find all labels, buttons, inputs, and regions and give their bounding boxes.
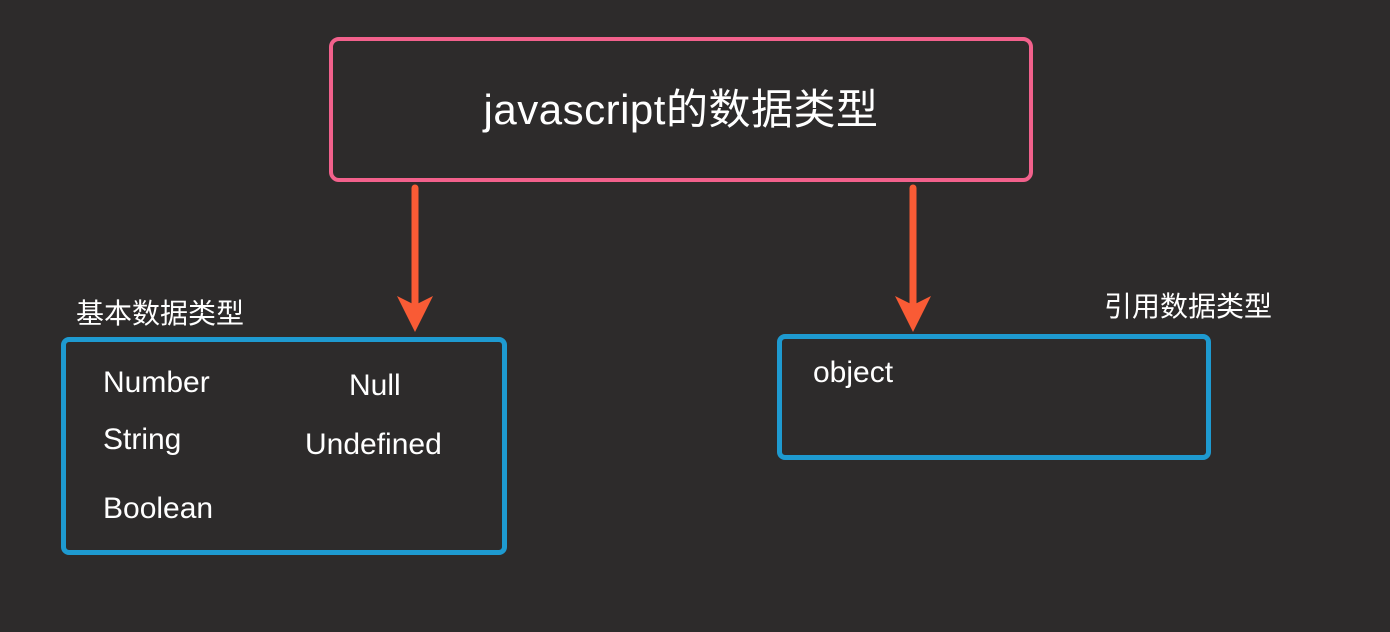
type-item-boolean: Boolean [103, 492, 214, 525]
arrow-down-to-primitive-icon [397, 184, 433, 332]
reference-group-label: 引用数据类型 [1104, 291, 1273, 322]
arrow-down-to-reference-icon [895, 184, 931, 332]
reference-types-box [777, 334, 1211, 460]
primitive-types-box [61, 337, 507, 555]
diagram-title: javascript的数据类型 [483, 85, 879, 133]
type-item-undefined: Undefined [305, 428, 442, 461]
primitive-group-label: 基本数据类型 [76, 298, 245, 329]
type-item-string: String [103, 423, 182, 456]
type-item-number: Number [103, 366, 210, 399]
type-item-null: Null [349, 369, 401, 402]
type-item-object: object [813, 356, 894, 389]
title-box: javascript的数据类型 [329, 37, 1033, 182]
